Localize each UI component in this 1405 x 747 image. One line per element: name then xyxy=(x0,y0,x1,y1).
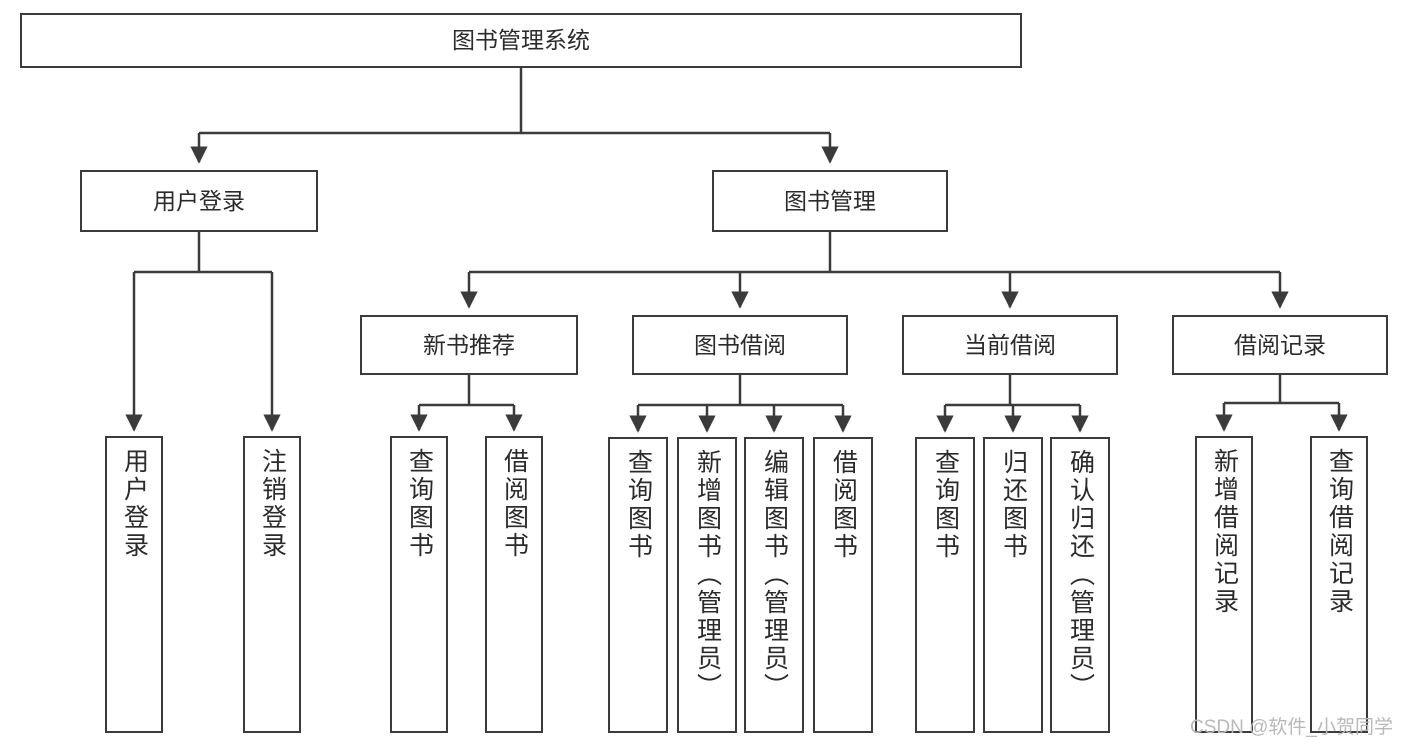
leaf-return-book[interactable]: 归还图书 xyxy=(983,437,1043,733)
leaf-borrow-book-2-label: 借阅图书 xyxy=(829,449,858,561)
node-book-borrow-label: 图书借阅 xyxy=(694,331,786,358)
leaf-borrow-book-1[interactable]: 借阅图书 xyxy=(485,436,543,733)
node-new-book-recommend-label: 新书推荐 xyxy=(423,331,515,358)
node-borrow-record-label: 借阅记录 xyxy=(1234,331,1326,358)
node-new-book-recommend[interactable]: 新书推荐 xyxy=(360,315,578,375)
node-user-login-label: 用户登录 xyxy=(153,187,245,214)
leaf-add-book-label: 新增图书（管理员） xyxy=(693,449,722,701)
node-borrow-record[interactable]: 借阅记录 xyxy=(1172,315,1388,375)
leaf-query-book-2-label: 查询图书 xyxy=(624,449,653,561)
leaf-query-book-1-label: 查询图书 xyxy=(405,448,434,560)
leaf-edit-book[interactable]: 编辑图书（管理员） xyxy=(744,437,804,733)
leaf-logout-login-label: 注销登录 xyxy=(258,448,287,560)
node-book-borrow[interactable]: 图书借阅 xyxy=(632,315,848,375)
node-current-borrow-label: 当前借阅 xyxy=(964,331,1056,358)
leaf-borrow-book-2[interactable]: 借阅图书 xyxy=(813,437,873,733)
leaf-return-book-label: 归还图书 xyxy=(999,449,1028,561)
leaf-query-book-2[interactable]: 查询图书 xyxy=(608,437,668,733)
leaf-add-record-label: 新增借阅记录 xyxy=(1210,448,1239,616)
leaf-confirm-return-label: 确认归还（管理员） xyxy=(1066,449,1095,701)
leaf-query-book-1[interactable]: 查询图书 xyxy=(390,436,448,733)
leaf-edit-book-label: 编辑图书（管理员） xyxy=(760,449,789,701)
node-book-management[interactable]: 图书管理 xyxy=(712,170,948,232)
leaf-query-record-label: 查询借阅记录 xyxy=(1325,448,1354,616)
leaf-add-record[interactable]: 新增借阅记录 xyxy=(1195,436,1253,733)
watermark: CSDN @软件_小贺同学 xyxy=(1190,717,1393,738)
leaf-logout-login[interactable]: 注销登录 xyxy=(243,436,301,733)
node-user-login[interactable]: 用户登录 xyxy=(80,170,318,232)
leaf-query-record[interactable]: 查询借阅记录 xyxy=(1310,436,1368,733)
node-book-management-label: 图书管理 xyxy=(784,187,876,214)
leaf-user-login[interactable]: 用户登录 xyxy=(105,436,163,733)
leaf-add-book[interactable]: 新增图书（管理员） xyxy=(677,437,737,733)
leaf-query-book-3-label: 查询图书 xyxy=(931,449,960,561)
leaf-borrow-book-1-label: 借阅图书 xyxy=(500,448,529,560)
node-root[interactable]: 图书管理系统 xyxy=(20,13,1022,68)
leaf-confirm-return[interactable]: 确认归还（管理员） xyxy=(1050,437,1110,733)
node-root-label: 图书管理系统 xyxy=(452,27,590,54)
node-current-borrow[interactable]: 当前借阅 xyxy=(902,315,1118,375)
leaf-query-book-3[interactable]: 查询图书 xyxy=(915,437,975,733)
leaf-user-login-label: 用户登录 xyxy=(120,448,149,560)
